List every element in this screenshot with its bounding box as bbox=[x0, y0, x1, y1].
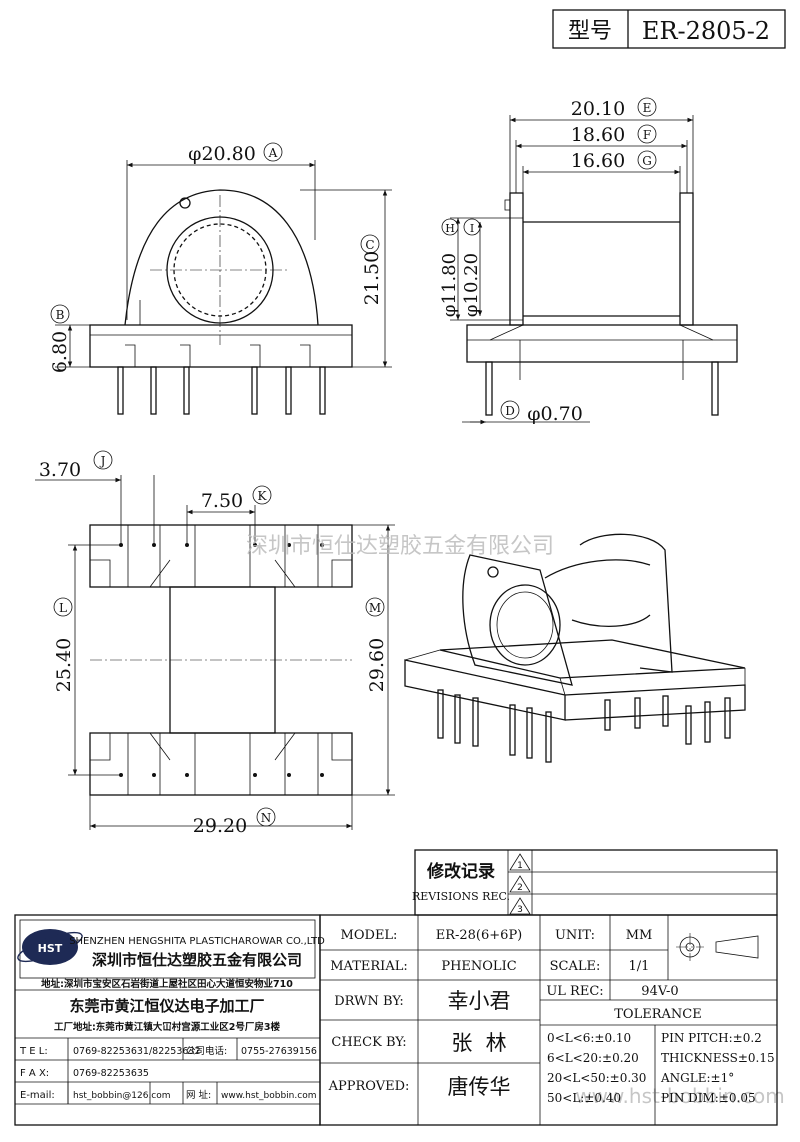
dim-n-tag: N bbox=[261, 811, 272, 825]
model-number: ER-2805-2 bbox=[642, 17, 770, 45]
dim-g-tag: G bbox=[642, 154, 652, 168]
spec-tolerance-label: TOLERANCE bbox=[614, 1007, 701, 1022]
factory-name: 东莞市黄江恒仪达电子加工厂 bbox=[69, 997, 264, 1015]
logo-text: HST bbox=[38, 942, 63, 955]
dim-b-tag: B bbox=[56, 308, 65, 322]
dim-i-value: φ10.20 bbox=[461, 253, 482, 317]
dim-d-tag: D bbox=[505, 404, 515, 418]
spec-scale-value: 1/1 bbox=[629, 959, 650, 974]
dim-h-tag: H bbox=[445, 222, 455, 235]
company-name-en: SHENZHEN HENGSHITA PLASTICHAROWAR CO.,LT… bbox=[69, 936, 325, 947]
spec-block: MODEL: ER-28(6+6P) MATERIAL: PHENOLIC DR… bbox=[319, 914, 778, 1126]
dim-m-tag: M bbox=[369, 601, 381, 615]
dim-l-value: 25.40 bbox=[53, 638, 75, 692]
dim-f-value: 18.60 bbox=[571, 124, 625, 146]
spec-check-label: CHECK BY: bbox=[331, 1035, 406, 1050]
company-block: HST SHENZHEN HENGSHITA PLASTICHAROWAR CO… bbox=[14, 914, 325, 1126]
rev-mark-3: 3 bbox=[517, 905, 523, 915]
rev-mark-2: 2 bbox=[517, 883, 523, 893]
dim-f-tag: F bbox=[643, 128, 651, 142]
tol-2: 6<L<20:±0.20 bbox=[547, 1051, 639, 1065]
dim-l-tag: L bbox=[59, 601, 67, 615]
spec-unit-label: UNIT: bbox=[555, 928, 595, 943]
spec-drawn-value: 幸小君 bbox=[448, 989, 511, 1013]
spec-approved-label: APPROVED: bbox=[328, 1079, 410, 1094]
tol2-3: ANGLE:±1° bbox=[660, 1071, 734, 1085]
title-box: 型号 ER-2805-2 bbox=[552, 9, 786, 49]
email-label: E-mail: bbox=[20, 1090, 55, 1101]
dim-d-value: φ0.70 bbox=[527, 403, 583, 425]
web-label: 网 址: bbox=[186, 1089, 211, 1101]
spec-scale-label: SCALE: bbox=[550, 959, 601, 974]
spec-approved-value: 唐传华 bbox=[448, 1075, 511, 1099]
web-value: www.hst_bobbin.com bbox=[221, 1091, 316, 1101]
dim-j-value: 3.70 bbox=[39, 459, 81, 481]
dim-c-value: 21.50 bbox=[361, 251, 383, 305]
dim-g-value: 16.60 bbox=[571, 150, 625, 172]
company-logo bbox=[22, 929, 78, 965]
dim-i-tag: I bbox=[470, 222, 474, 235]
dim-e-tag: E bbox=[643, 101, 652, 115]
tel-label: T E L: bbox=[19, 1046, 48, 1057]
dim-k-value: 7.50 bbox=[201, 490, 243, 512]
dim-e-value: 20.10 bbox=[571, 98, 625, 120]
spec-model-value: ER-28(6+6P) bbox=[436, 928, 523, 943]
tol-1: 0<L<6:±0.10 bbox=[547, 1031, 631, 1045]
watermark-company: 深圳市恒仕达塑胶五金有限公司 bbox=[246, 534, 554, 559]
dim-a-tag: A bbox=[268, 146, 278, 160]
revisions-table: 修改记录 REVISIONS REC. 1 2 3 bbox=[412, 849, 778, 916]
watermark-web: www.hst-bobbin.com bbox=[575, 1084, 784, 1108]
dim-n-value: 29.20 bbox=[193, 815, 247, 837]
fax-value: 0769-82253635 bbox=[73, 1068, 149, 1079]
tol2-2: THICKNESS±0.15 bbox=[661, 1051, 775, 1065]
tol-3: 20<L<50:±0.30 bbox=[547, 1071, 646, 1085]
dim-h-value: φ11.80 bbox=[439, 253, 460, 317]
front-view: φ20.80 A 21.50 C 6.80 B bbox=[49, 142, 392, 415]
phone-value: 0755-27639156 bbox=[241, 1046, 317, 1057]
spec-ul-label: UL REC: bbox=[546, 984, 603, 999]
email-value: hst_bobbin@126.com bbox=[73, 1091, 171, 1101]
model-label: 型号 bbox=[568, 19, 612, 44]
spec-check-value: 张 林 bbox=[451, 1031, 506, 1055]
tol-4: 50<L:±0.40 bbox=[547, 1091, 621, 1105]
bottom-view: 3.70 J 7.50 K 25.40 L 29.60 M 29.20 N bbox=[35, 450, 395, 837]
spec-model-label: MODEL: bbox=[341, 928, 398, 943]
side-view: 20.10 E 18.60 F 16.60 G φ11.80 H φ10.20 … bbox=[439, 97, 738, 425]
tol2-1: PIN PITCH:±0.2 bbox=[661, 1031, 762, 1045]
spec-ul-value: 94V-0 bbox=[641, 984, 678, 999]
tel-value: 0769-82253631/82253632 bbox=[73, 1046, 201, 1057]
dim-j-tag: J bbox=[99, 454, 106, 468]
company-address: 地址:深圳市宝安区石岩街道上屋社区田心大道恒安物业710 bbox=[41, 978, 293, 990]
dim-c-tag: C bbox=[365, 238, 374, 252]
spec-material-value: PHENOLIC bbox=[441, 959, 516, 974]
tol2-4: PIN DIM:±0.05 bbox=[661, 1091, 756, 1105]
factory-address: 工厂地址:东莞市黄江镇大冚村宫源工业区2号厂房3楼 bbox=[54, 1021, 281, 1033]
company-name-cn: 深圳市恒仕达塑胶五金有限公司 bbox=[92, 951, 302, 969]
spec-material-label: MATERIAL: bbox=[330, 959, 407, 974]
dim-k-tag: K bbox=[258, 489, 268, 503]
rev-mark-1: 1 bbox=[517, 861, 523, 871]
spec-unit-value: MM bbox=[626, 928, 653, 943]
fax-label: F A X: bbox=[20, 1068, 49, 1079]
revisions-title-en: REVISIONS REC. bbox=[412, 890, 510, 903]
isometric-view bbox=[404, 533, 746, 763]
dim-a-value: φ20.80 bbox=[188, 143, 256, 165]
revisions-title-cn: 修改记录 bbox=[426, 861, 495, 882]
projection-symbol-icon bbox=[676, 933, 759, 961]
phone-label: 公司电话: bbox=[186, 1045, 227, 1057]
dim-m-value: 29.60 bbox=[366, 638, 388, 692]
dim-b-value: 6.80 bbox=[49, 331, 71, 373]
spec-drawn-label: DRWN BY: bbox=[334, 994, 403, 1009]
